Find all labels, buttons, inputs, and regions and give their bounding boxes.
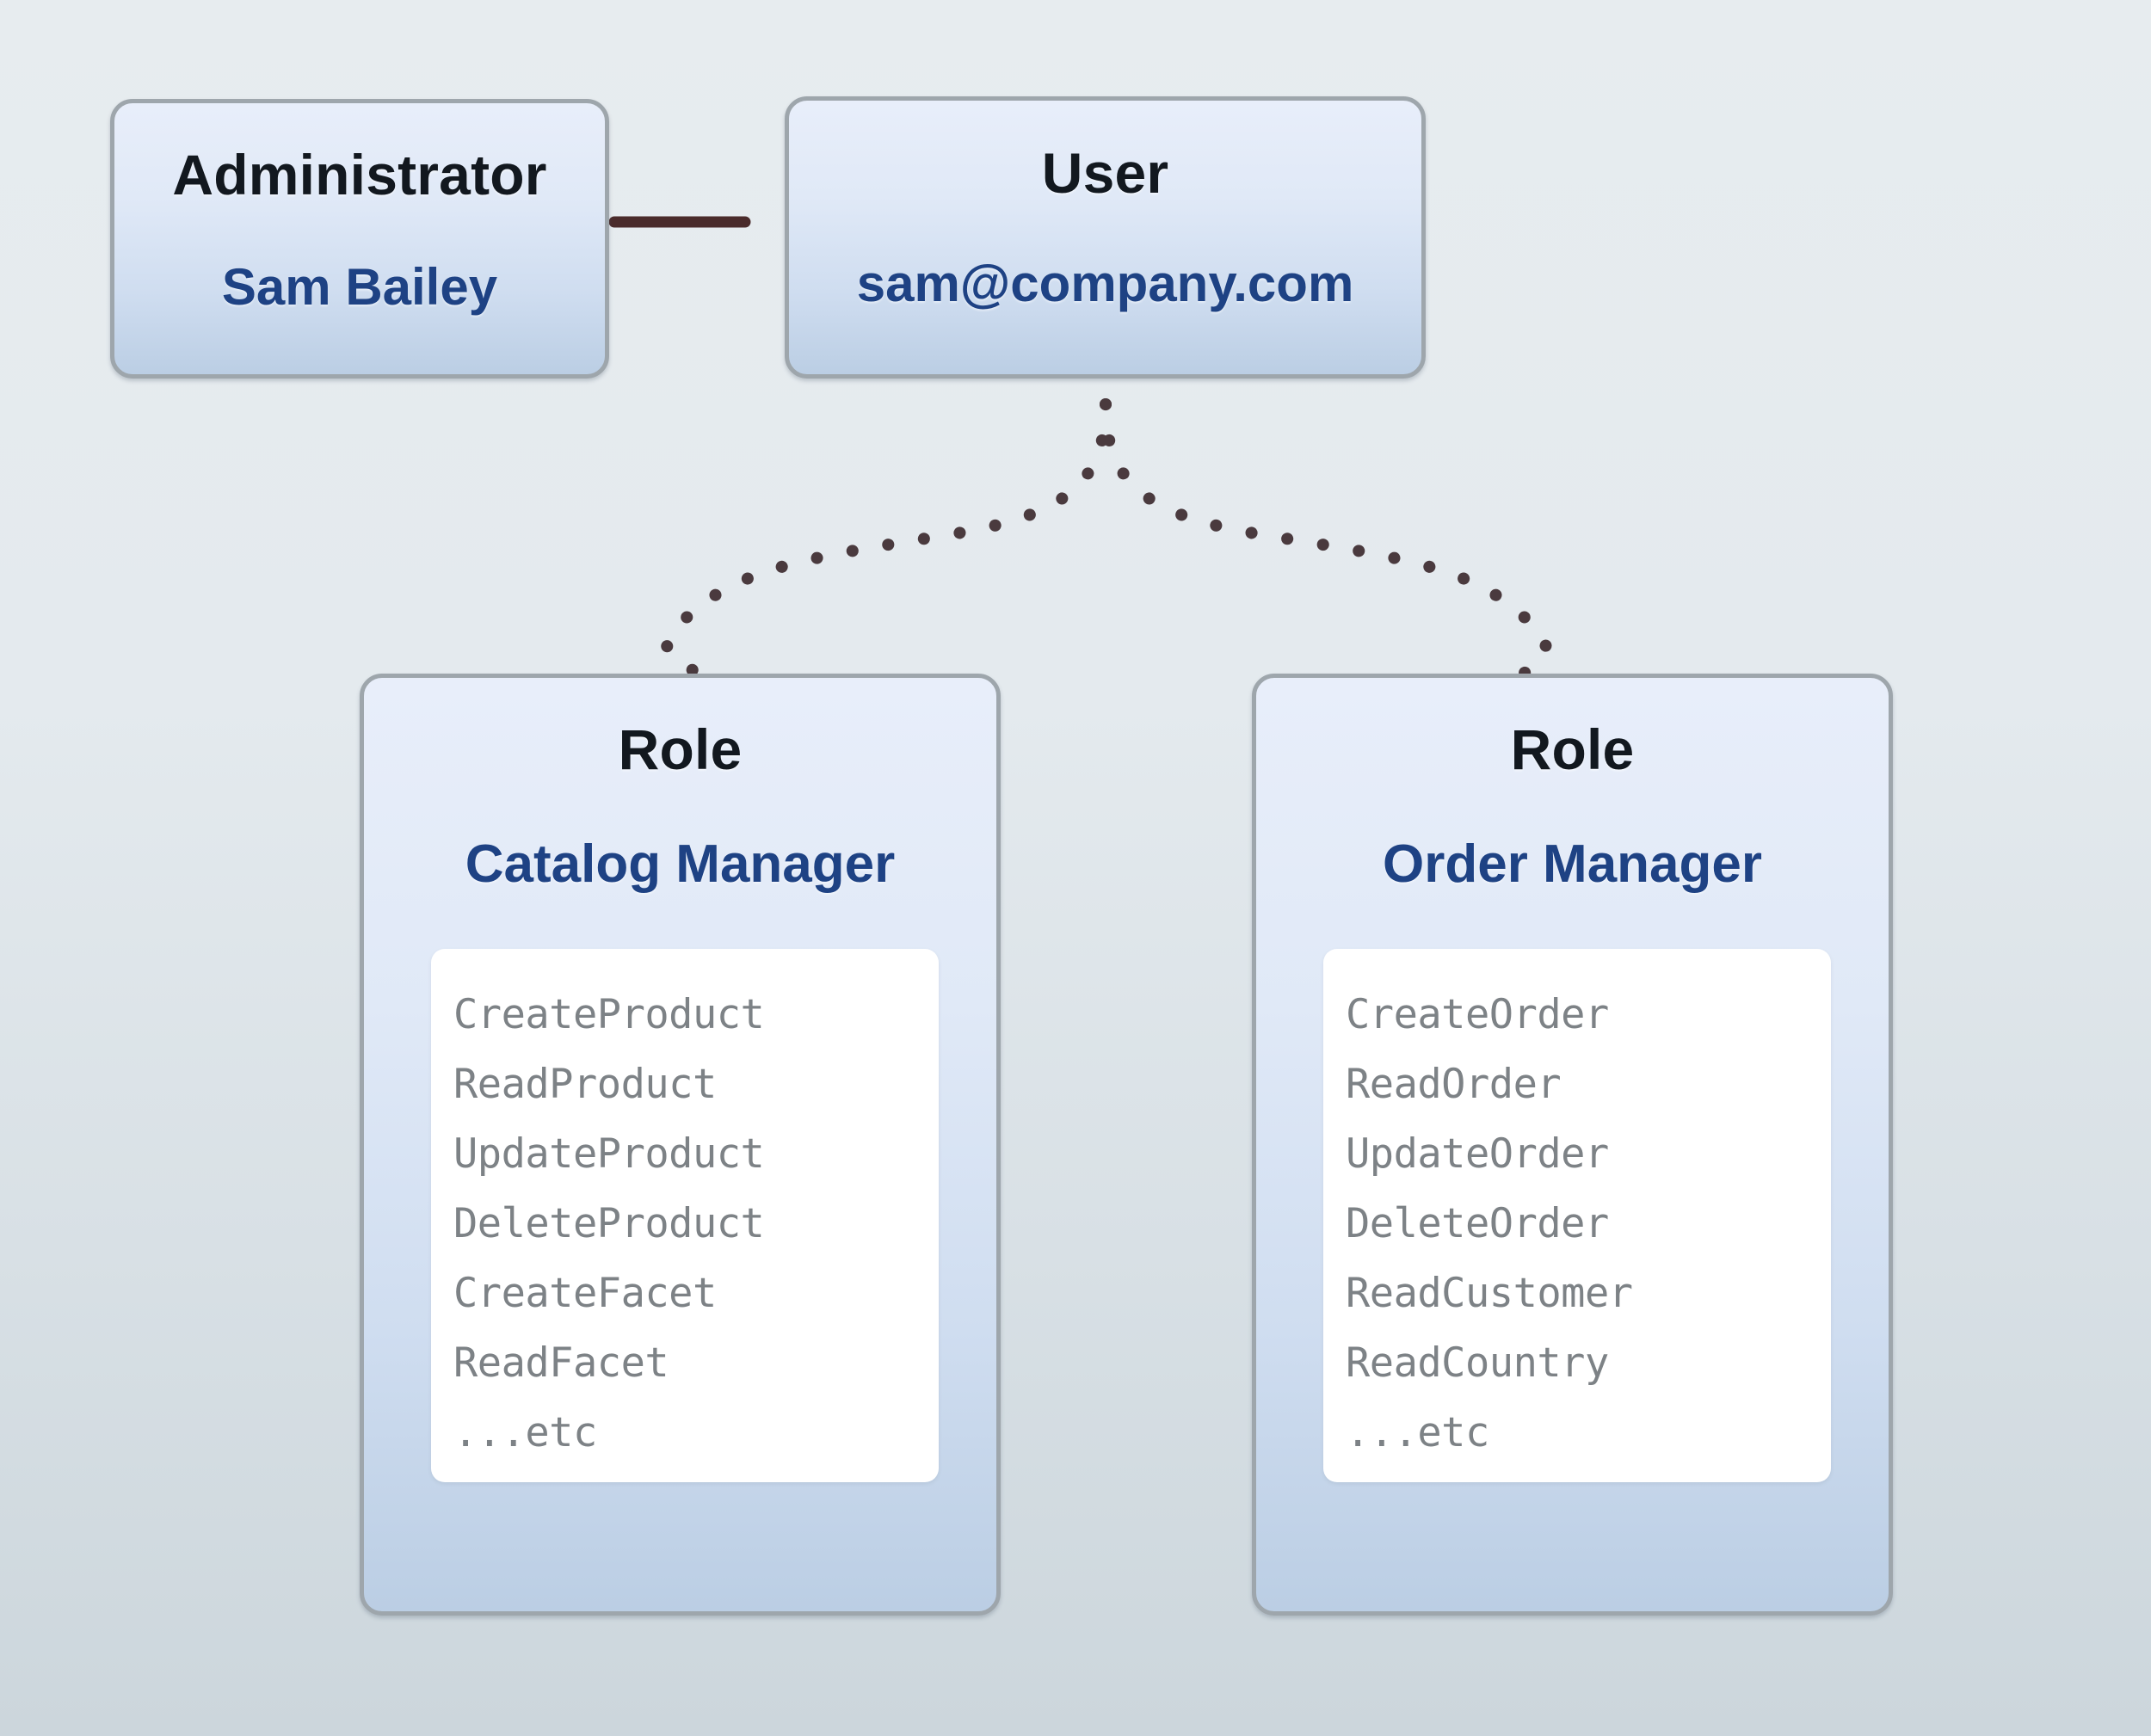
administrator-value-label: Sam Bailey bbox=[221, 258, 498, 316]
permission-item: ReadOrder bbox=[1346, 1061, 1562, 1108]
permission-item: CreateProduct bbox=[453, 991, 765, 1038]
permission-item: CreateFacet bbox=[453, 1270, 717, 1317]
permission-item: ReadProduct bbox=[453, 1061, 717, 1108]
edge-user-role-catalog-manager bbox=[661, 398, 1112, 679]
permission-item: DeleteProduct bbox=[453, 1200, 765, 1247]
permission-list-order-manager: CreateOrder ReadOrder UpdateOrder Delete… bbox=[1323, 949, 1831, 1482]
role-type-label: Role bbox=[618, 717, 743, 781]
node-administrator[interactable]: Administrator Sam Bailey bbox=[110, 99, 609, 379]
permission-list-catalog-manager: CreateProduct ReadProduct UpdateProduct … bbox=[431, 949, 939, 1482]
permission-item: ReadCustomer bbox=[1346, 1270, 1633, 1317]
user-type-label: User bbox=[1041, 141, 1169, 205]
role-value-label: Order Manager bbox=[1382, 834, 1763, 894]
permission-item: CreateOrder bbox=[1346, 991, 1609, 1038]
user-value-label: sam@company.com bbox=[856, 255, 1354, 312]
edge-user-role-order-manager bbox=[1100, 398, 1552, 679]
role-value-label: Catalog Manager bbox=[465, 834, 896, 894]
permission-item: DeleteOrder bbox=[1346, 1200, 1609, 1247]
role-type-label: Role bbox=[1510, 717, 1635, 781]
permission-item: UpdateProduct bbox=[453, 1130, 765, 1178]
node-user[interactable]: User sam@company.com bbox=[785, 96, 1426, 379]
node-role-order-manager[interactable]: Role Order Manager CreateOrder ReadOrder… bbox=[1252, 674, 1893, 1616]
permission-item: ...etc bbox=[453, 1409, 597, 1456]
administrator-type-label: Administrator bbox=[172, 143, 547, 206]
permission-item: ...etc bbox=[1346, 1409, 1489, 1456]
permission-item: ReadCountry bbox=[1346, 1339, 1609, 1387]
permission-item: ReadFacet bbox=[453, 1339, 669, 1387]
permission-item: UpdateOrder bbox=[1346, 1130, 1609, 1178]
node-role-catalog-manager[interactable]: Role Catalog Manager CreateProduct ReadP… bbox=[360, 674, 1001, 1616]
